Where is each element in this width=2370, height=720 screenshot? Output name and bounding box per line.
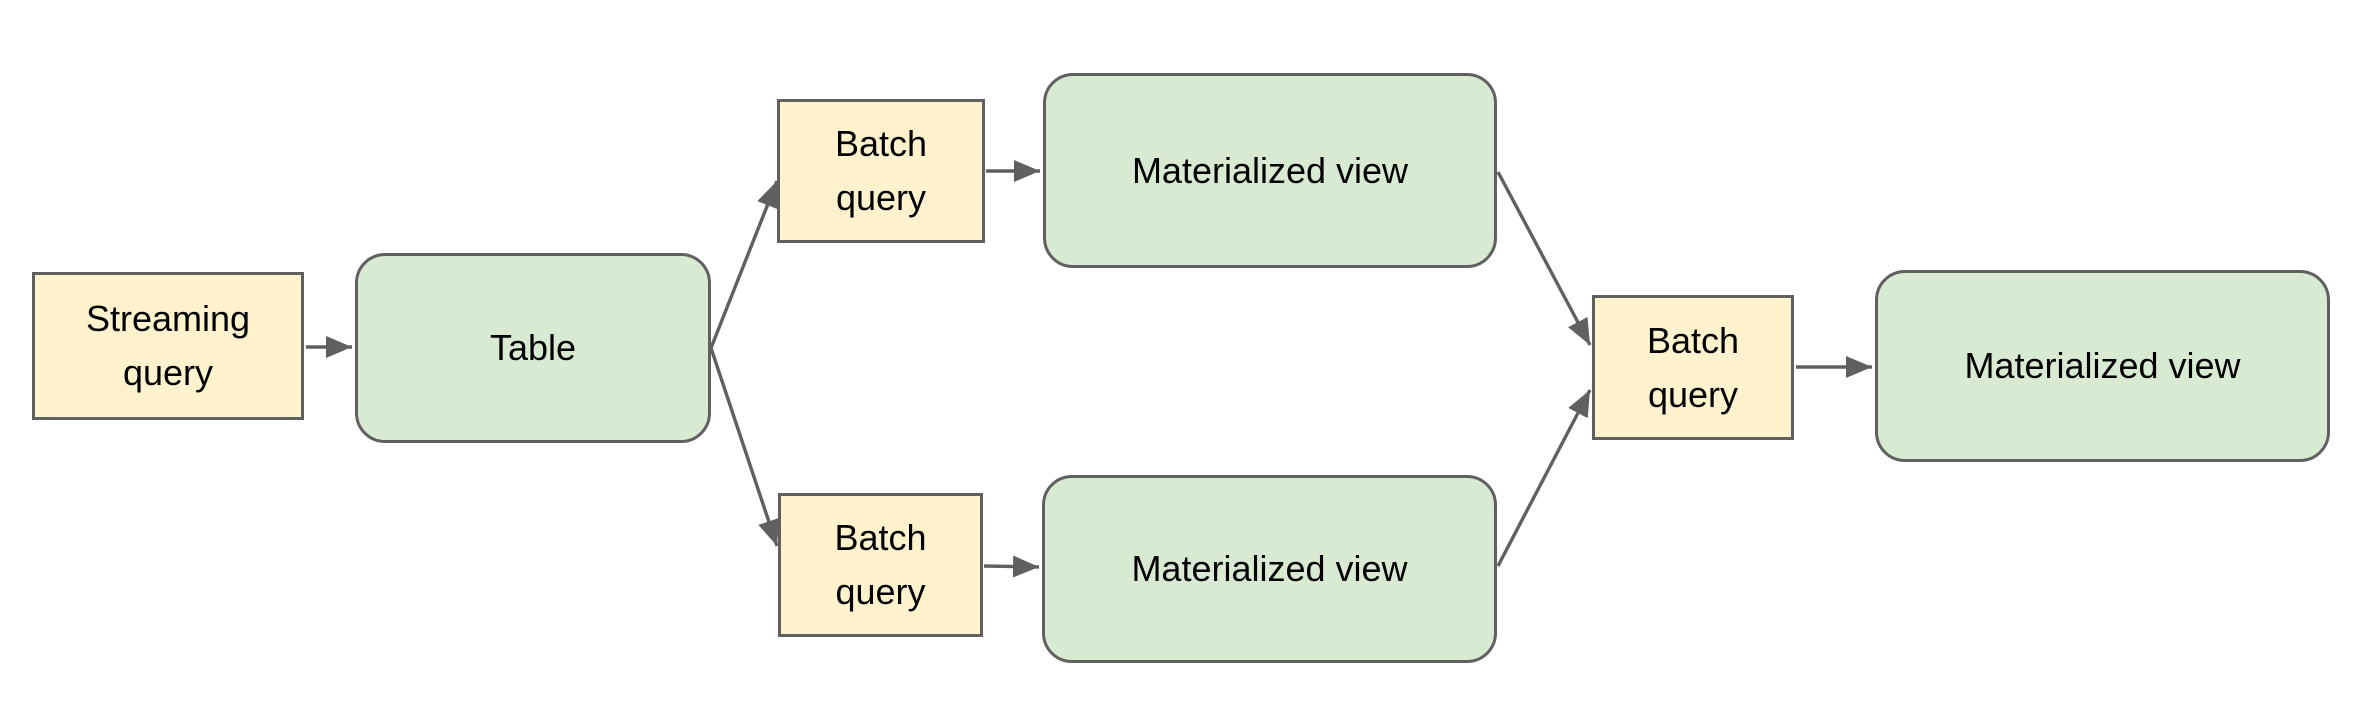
node-batch-query-top: Batch query bbox=[777, 99, 985, 243]
edge-table-to-batch-query-bottom bbox=[709, 347, 780, 547]
node-materialized-view-final: Materialized view bbox=[1875, 270, 2330, 462]
node-batch-query-bottom-label: Batch query bbox=[834, 517, 927, 612]
edge-materialized-view-bottom-to-batch-query-right bbox=[1496, 389, 1592, 567]
node-materialized-view-bottom-label: Materialized view bbox=[1131, 548, 1408, 589]
edge-table-to-batch-query-top bbox=[709, 180, 779, 349]
node-batch-query-top-label: Batch query bbox=[834, 123, 928, 218]
node-table-label: Table bbox=[489, 327, 577, 368]
edge-materialized-view-top-to-batch-query-right bbox=[1496, 171, 1592, 346]
node-batch-query-right: Batch query bbox=[1592, 295, 1794, 440]
node-table: Table bbox=[355, 253, 711, 443]
node-materialized-view-top: Materialized view bbox=[1043, 73, 1497, 268]
node-materialized-view-final-label: Materialized view bbox=[1964, 345, 2241, 386]
node-materialized-view-bottom: Materialized view bbox=[1042, 475, 1497, 663]
node-batch-query-bottom: Batch query bbox=[778, 493, 983, 637]
node-batch-query-right-label: Batch query bbox=[1646, 319, 1740, 415]
node-streaming-query: Streaming query bbox=[32, 272, 304, 420]
node-materialized-view-top-label: Materialized view bbox=[1131, 149, 1409, 191]
edge-batch-query-bottom-to-materialized-view-bottom bbox=[983, 555, 1040, 578]
node-streaming-query-label: Streaming query bbox=[85, 298, 251, 393]
